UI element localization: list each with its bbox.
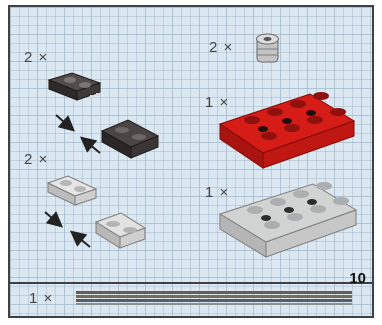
quantity-grey-plate: 1 ×	[205, 184, 230, 201]
quantity-rod: 1 ×	[29, 290, 54, 307]
quantity-red-plate: 1 ×	[205, 94, 230, 111]
dark-2x2-plate-icon	[100, 119, 160, 159]
dark-2x1-plate-icon	[47, 72, 102, 101]
round-connector-icon	[256, 33, 279, 63]
rod-icon	[76, 291, 352, 305]
light-grey-2x1-plate-icon	[46, 175, 98, 206]
quantity-dark-plates: 2 ×	[24, 49, 49, 66]
quantity-grey-plates: 2 ×	[24, 151, 49, 168]
grid-panel	[8, 5, 374, 318]
assembly-arrow-icon	[69, 230, 91, 248]
light-grey-2x4-plate-icon	[218, 182, 358, 258]
quantity-round-connector: 2 ×	[209, 39, 234, 56]
light-grey-2x2-plate-icon	[94, 212, 147, 249]
assembly-arrow-icon	[44, 211, 64, 228]
rod-length-label: 10	[349, 270, 366, 287]
assembly-arrow-icon	[79, 136, 101, 154]
red-2x4-plate-icon	[218, 92, 356, 169]
panel-divider	[8, 282, 374, 284]
assembly-arrow-icon	[55, 114, 76, 132]
